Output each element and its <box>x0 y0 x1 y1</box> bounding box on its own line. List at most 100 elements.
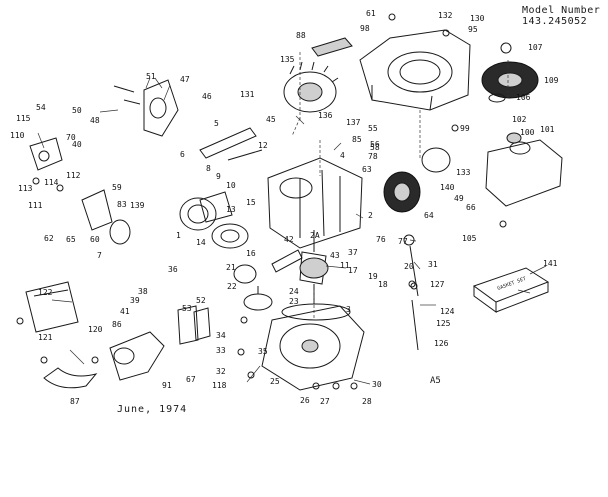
dipstick-tube <box>403 234 419 351</box>
part-number-28: 28 <box>362 397 372 406</box>
model-label: Model Number <box>522 5 601 16</box>
part-number-15: 15 <box>246 198 256 207</box>
part-number-101: 101 <box>540 125 555 134</box>
part-number-140: 140 <box>440 183 455 192</box>
muffler <box>199 191 249 249</box>
part-number-87: 87 <box>70 397 80 406</box>
part-number-5: 5 <box>214 119 219 128</box>
part-number-107: 107 <box>528 43 543 52</box>
part-number-106: 106 <box>516 93 531 102</box>
part-number-126: 126 <box>434 339 449 348</box>
part-number-17: 17 <box>348 266 358 275</box>
part-number-111: 111 <box>28 201 43 210</box>
part-number-127: 127 <box>430 280 445 289</box>
part-number-137: 137 <box>346 118 361 127</box>
part-number-46: 46 <box>202 92 212 101</box>
part-number-24: 24 <box>289 287 299 296</box>
part-number-56: 56 <box>370 140 380 149</box>
part-number-141: 141 <box>543 259 558 268</box>
connecting-rod <box>233 249 303 284</box>
part-number-3: 3 <box>346 305 351 314</box>
part-number-110: 110 <box>10 131 25 140</box>
part-number-66: 66 <box>466 203 476 212</box>
part-number-42: 42 <box>284 235 294 244</box>
part-number-60: 60 <box>90 235 100 244</box>
part-number-12: 12 <box>258 141 268 150</box>
part-number-21: 21 <box>226 263 236 272</box>
name-plate <box>311 37 353 57</box>
part-number-65: 65 <box>66 235 76 244</box>
part-number-39: 39 <box>130 296 140 305</box>
part-number-61: 61 <box>366 9 376 18</box>
part-number-139: 139 <box>130 201 145 210</box>
blower-housing <box>359 29 471 111</box>
part-number-30: 30 <box>372 380 382 389</box>
part-number-99: 99 <box>460 124 470 133</box>
part-number-19: 19 <box>368 272 378 281</box>
part-number-76: 76 <box>376 235 386 244</box>
exhaust-elbow <box>43 367 98 389</box>
part-number-33: 33 <box>216 346 226 355</box>
part-number-113: 113 <box>18 184 33 193</box>
sump-gasket <box>281 303 351 321</box>
part-number-70: 70 <box>66 133 76 142</box>
governor-linkage <box>199 127 263 161</box>
part-number-16: 16 <box>246 249 256 258</box>
part-number-50: 50 <box>72 106 82 115</box>
fuel-filter <box>81 189 131 245</box>
part-number-18: 18 <box>378 280 388 289</box>
part-number-2A: 2A <box>310 231 320 240</box>
fuel-tank <box>485 132 563 207</box>
choke-control <box>29 137 63 171</box>
part-number-47: 47 <box>180 75 190 84</box>
part-number-135: 135 <box>280 55 295 64</box>
part-number-1: 1 <box>176 231 181 240</box>
part-number-98: 98 <box>360 24 370 33</box>
part-number-58: 58 <box>370 143 380 152</box>
part-number-14: 14 <box>196 238 206 247</box>
model-number-block: Model Number 143.245052 <box>522 5 600 27</box>
part-number-62: 62 <box>44 234 54 243</box>
part-number-22: 22 <box>227 282 237 291</box>
part-number-40: 40 <box>72 140 82 149</box>
part-number-25: 25 <box>270 377 280 386</box>
part-number-4: 4 <box>340 151 345 160</box>
part-number-64: 64 <box>424 211 434 220</box>
part-number-10: 10 <box>226 181 236 190</box>
part-number-41: 41 <box>120 307 130 316</box>
part-number-59: 59 <box>112 183 122 192</box>
part-number-43: 43 <box>330 251 340 260</box>
part-number-52: 52 <box>196 296 206 305</box>
part-number-37: 37 <box>348 248 358 257</box>
starter-cup <box>383 147 451 213</box>
part-number-27: 27 <box>320 397 330 406</box>
model-number: 143.245052 <box>522 16 588 27</box>
part-number-85: 85 <box>352 135 362 144</box>
part-number-54: 54 <box>36 103 46 112</box>
part-number-88: 88 <box>296 31 306 40</box>
part-number-122: 122 <box>38 288 53 297</box>
part-number-67: 67 <box>186 375 196 384</box>
part-number-114: 114 <box>44 178 59 187</box>
part-number-48: 48 <box>90 116 100 125</box>
part-number-35: 35 <box>258 347 268 356</box>
part-number-105: 105 <box>462 234 477 243</box>
part-number-121: 121 <box>38 333 53 342</box>
carburetor <box>113 79 179 137</box>
part-number-124: 124 <box>440 307 455 316</box>
intake-tube <box>109 331 165 381</box>
part-number-53: 53 <box>182 304 192 313</box>
gasket-pieces <box>177 305 211 345</box>
part-number-26: 26 <box>300 396 310 405</box>
part-number-20: 20 <box>404 262 414 271</box>
part-number-115: 115 <box>16 114 31 123</box>
part-number-32: 32 <box>216 367 226 376</box>
part-number-77: 77 <box>398 237 408 246</box>
part-number-34: 34 <box>216 331 226 340</box>
part-number-125: 125 <box>436 319 451 328</box>
part-number-23: 23 <box>289 297 299 306</box>
part-number-51: 51 <box>146 72 156 81</box>
diagram-code: A5 <box>430 376 441 386</box>
part-number-6: 6 <box>180 150 185 159</box>
gasket-set-box <box>472 267 550 313</box>
